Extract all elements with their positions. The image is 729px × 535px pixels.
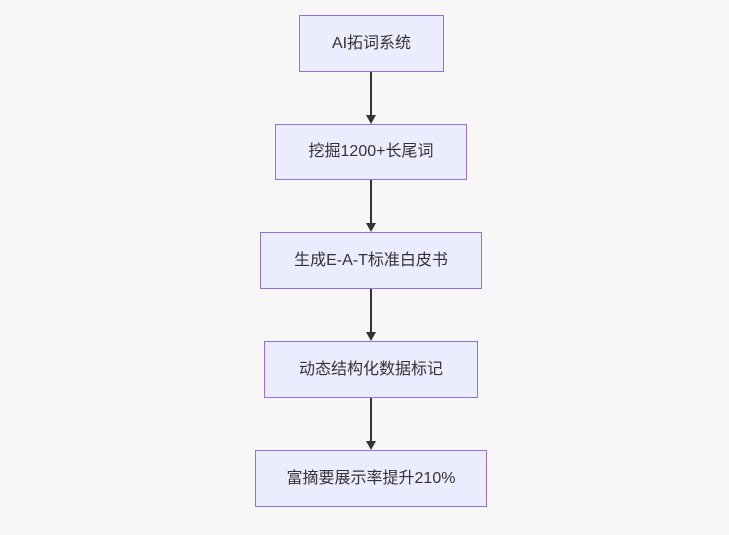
flow-edge-arrow-3 bbox=[366, 289, 376, 341]
flow-edge-arrow-4 bbox=[366, 398, 376, 450]
flow-node-label: AI拓词系统 bbox=[331, 34, 412, 52]
flow-node-structured-data-markup: 动态结构化数据标记 bbox=[264, 341, 478, 398]
flow-node-ai-keyword-system: AI拓词系统 bbox=[299, 15, 444, 72]
flow-node-label: 动态结构化数据标记 bbox=[298, 360, 443, 378]
flow-node-label: 生成E-A-T标准白皮书 bbox=[294, 251, 448, 269]
flow-node-rich-snippet-rate: 富摘要展示率提升210% bbox=[255, 450, 487, 507]
flow-edge-arrow-2 bbox=[366, 180, 376, 232]
flow-edge-arrow-1 bbox=[366, 72, 376, 124]
flow-node-label: 挖掘1200+长尾词 bbox=[308, 143, 434, 161]
flow-node-eat-whitepaper: 生成E-A-T标准白皮书 bbox=[260, 232, 482, 289]
flow-node-longtail-mining: 挖掘1200+长尾词 bbox=[275, 124, 467, 180]
flow-node-label: 富摘要展示率提升210% bbox=[286, 469, 456, 487]
